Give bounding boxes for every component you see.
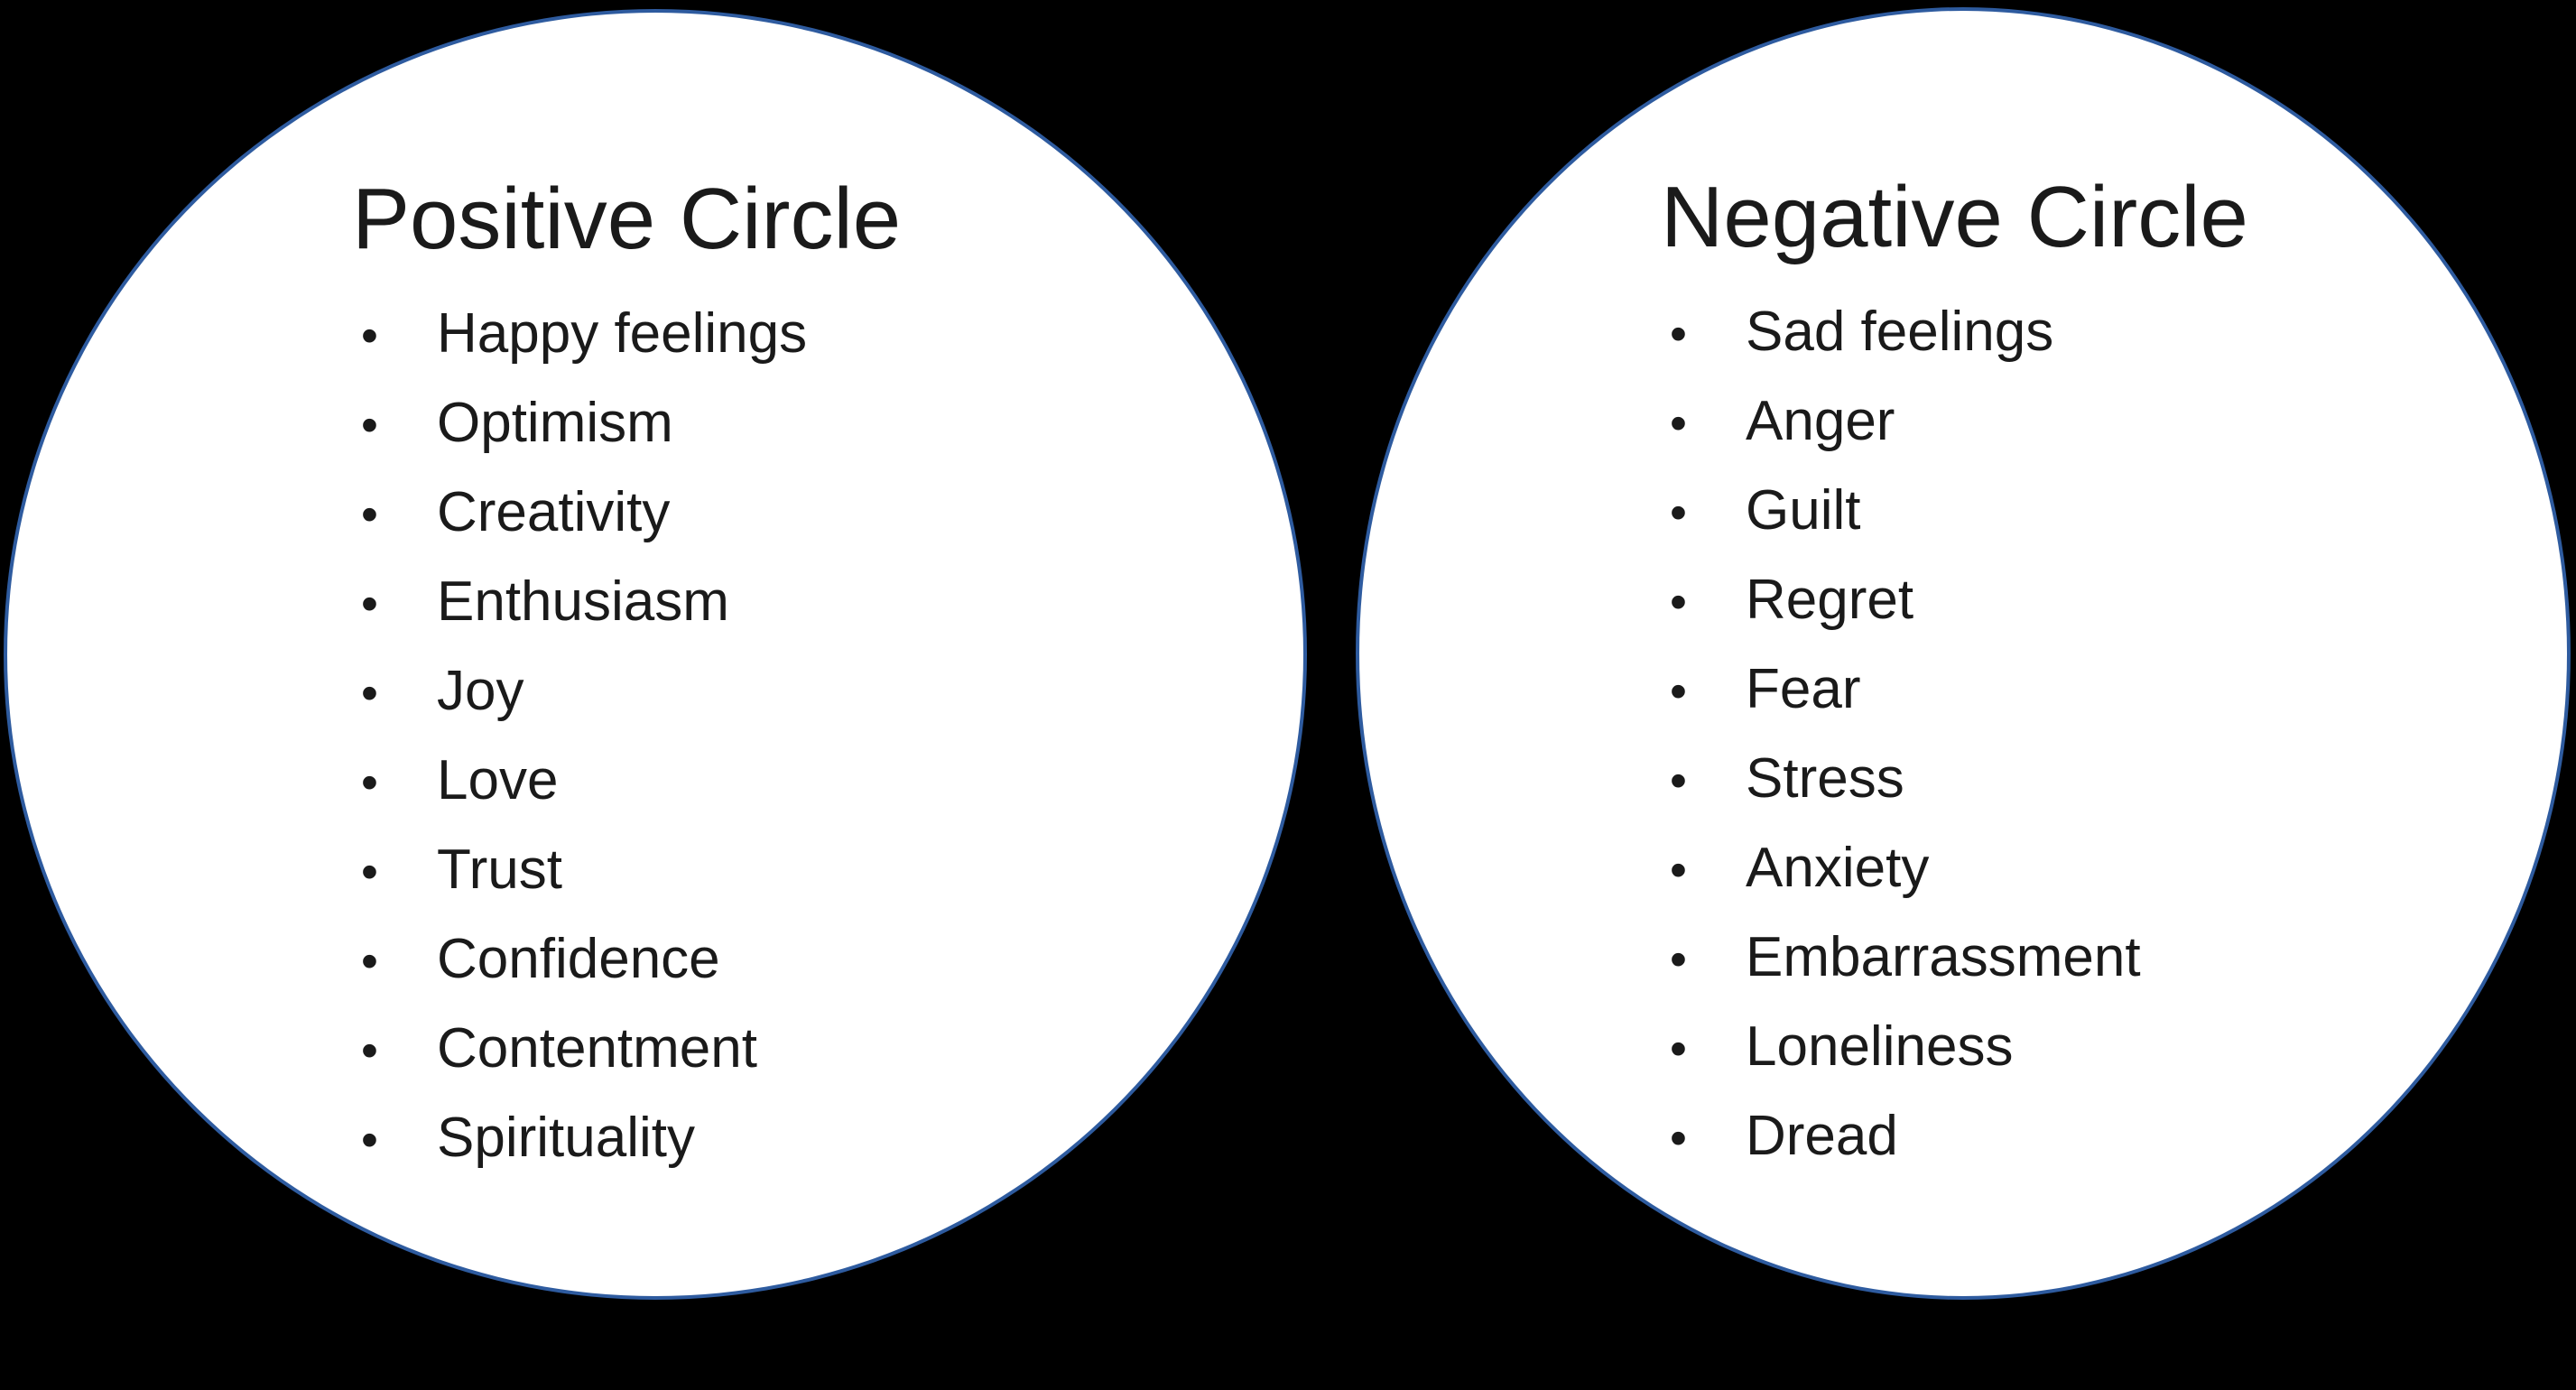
list-item-label: Spirituality [437, 1107, 695, 1169]
list-item-label: Creativity [437, 481, 671, 543]
bullet-icon: • [361, 666, 378, 720]
negative-circle-content: Negative Circle • Sad feelings • Anger • Guil… [1661, 164, 2248, 1181]
bullet-icon: • [361, 309, 378, 363]
bullet-icon: • [361, 1113, 378, 1167]
bullet-icon: • [1670, 1111, 1687, 1165]
list-item: • Guilt [1661, 466, 2248, 555]
list-item: • Contentment [352, 1004, 901, 1093]
list-item: • Optimism [352, 378, 901, 468]
bullet-icon: • [361, 398, 378, 452]
bullet-icon: • [1670, 396, 1687, 450]
list-item: • Regret [1661, 555, 2248, 644]
negative-circle: Negative Circle • Sad feelings • Anger • Guil… [1356, 7, 2571, 1300]
list-item: • Sad feelings [1661, 287, 2248, 376]
list-item: • Spirituality [352, 1093, 901, 1182]
list-item-label: Joy [437, 660, 524, 722]
list-item: • Embarrassment [1661, 913, 2248, 1002]
list-item-label: Optimism [437, 392, 673, 454]
positive-circle-content: Positive Circle • Happy feelings • Optimism… [352, 166, 901, 1182]
list-item: • Confidence [352, 914, 901, 1004]
bullet-icon: • [1670, 575, 1687, 629]
list-item-label: Contentment [437, 1017, 757, 1080]
list-item-label: Enthusiasm [437, 570, 729, 633]
list-item-label: Love [437, 749, 559, 811]
bullet-icon: • [361, 1024, 378, 1078]
bullet-icon: • [1670, 486, 1687, 540]
bullet-icon: • [361, 845, 378, 899]
bullet-icon: • [1670, 932, 1687, 987]
list-item: • Loneliness [1661, 1002, 2248, 1091]
negative-circle-title: Negative Circle [1661, 169, 2248, 265]
list-item: • Love [352, 736, 901, 825]
list-item-label: Guilt [1746, 479, 1861, 542]
bullet-icon: • [1670, 754, 1687, 808]
list-item-label: Loneliness [1746, 1015, 2014, 1078]
list-item: • Happy feelings [352, 289, 901, 378]
list-item-label: Embarrassment [1746, 926, 2141, 988]
negative-circle-list: • Sad feelings • Anger • Guilt • Regret • Fear • St… [1661, 287, 2248, 1181]
list-item: • Enthusiasm [352, 557, 901, 646]
list-item-label: Dread [1746, 1105, 1898, 1167]
list-item: • Fear [1661, 644, 2248, 734]
bullet-icon: • [1670, 664, 1687, 718]
list-item-label: Confidence [437, 928, 720, 990]
list-item: • Stress [1661, 734, 2248, 823]
list-item-label: Anger [1746, 390, 1895, 452]
positive-circle-title: Positive Circle [352, 171, 902, 267]
list-item: • Trust [352, 825, 901, 914]
list-item-label: Regret [1746, 569, 1914, 631]
list-item: • Anger [1661, 376, 2248, 466]
list-item: • Anxiety [1661, 823, 2248, 913]
list-item-label: Trust [437, 839, 562, 901]
bullet-icon: • [1670, 843, 1687, 897]
list-item-label: Stress [1746, 747, 1904, 810]
bullet-icon: • [1670, 1022, 1687, 1076]
bullet-icon: • [361, 487, 378, 542]
positive-circle: Positive Circle • Happy feelings • Optimism… [4, 9, 1307, 1300]
bullet-icon: • [361, 577, 378, 631]
bullet-icon: • [1670, 307, 1687, 361]
list-item-label: Fear [1746, 658, 1861, 720]
list-item: • Joy [352, 646, 901, 736]
list-item: • Dread [1661, 1091, 2248, 1181]
positive-circle-list: • Happy feelings • Optimism • Creativity • Enth… [352, 289, 901, 1182]
list-item-label: Anxiety [1746, 837, 1930, 899]
list-item-label: Happy feelings [437, 302, 808, 365]
list-item: • Creativity [352, 468, 901, 557]
bullet-icon: • [361, 934, 378, 988]
list-item-label: Sad feelings [1746, 301, 2054, 363]
bullet-icon: • [361, 755, 378, 810]
